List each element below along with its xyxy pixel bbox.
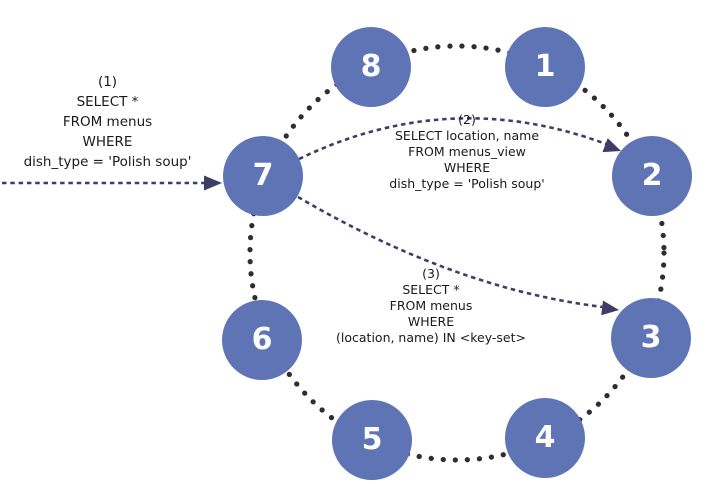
ring-node-7: 7: [223, 136, 303, 216]
query-3-text: (3) SELECT * FROM menus WHERE (location,…: [336, 266, 526, 345]
ring-dotted-circle: [247, 43, 667, 463]
ring-node-6: 6: [222, 300, 302, 380]
ring-node-2: 2: [612, 136, 692, 216]
ring-node-3: 3: [611, 298, 691, 378]
query-2-text: (2) SELECT location, name FROM menus_vie…: [389, 112, 545, 191]
query-3-arrowhead-icon: [601, 300, 619, 316]
query-2-arrow-arc: [298, 117, 607, 161]
ring-node-1: 1: [505, 27, 585, 107]
query-2-arrowhead-icon: [602, 138, 621, 153]
ring-node-4: 4: [505, 398, 585, 478]
query-1-arrowhead-icon: [204, 175, 222, 191]
query-1-text: (1) SELECT * FROM menus WHERE dish_type …: [23, 74, 192, 170]
ring-node-8: 8: [331, 27, 411, 107]
ring-node-5: 5: [332, 400, 412, 480]
